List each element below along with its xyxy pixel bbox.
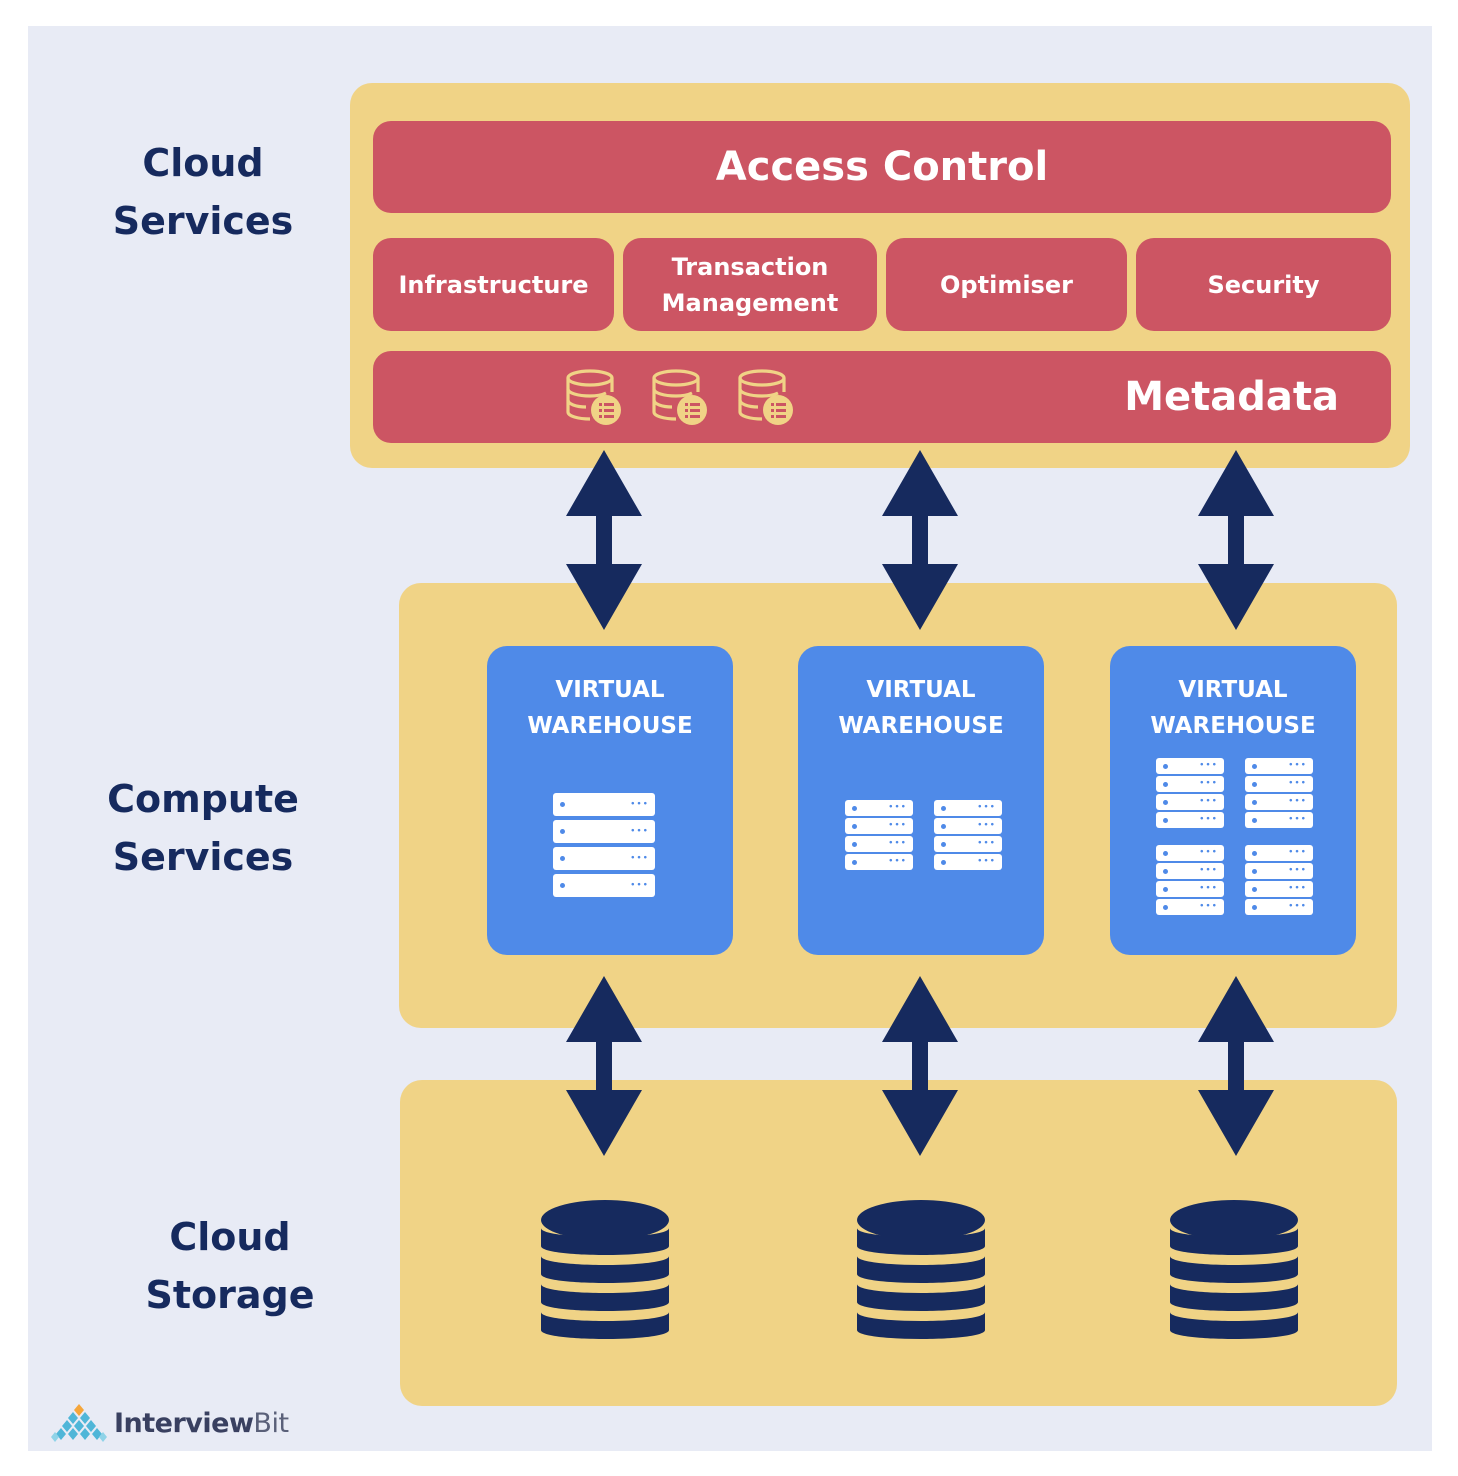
double-arrow-icon	[1198, 976, 1274, 1156]
server-icon	[1245, 863, 1313, 879]
metadata-database-icon	[566, 369, 621, 425]
server-icon	[1156, 863, 1224, 879]
warehouse-title-line1: VIRTUAL	[1178, 677, 1288, 703]
warehouse-title-line1: VIRTUAL	[555, 677, 665, 703]
interviewbit-logo: InterviewBit	[48, 1402, 289, 1444]
server-icon	[1156, 845, 1224, 861]
server-icon	[553, 820, 655, 843]
server-icon	[553, 793, 655, 816]
server-icon	[934, 818, 1002, 834]
metadata-database-icon	[738, 369, 793, 425]
server-icon	[1245, 794, 1313, 810]
database-icon	[541, 1200, 669, 1339]
server-icon	[934, 836, 1002, 852]
server-icon	[934, 854, 1002, 870]
module-label-line1: Transaction	[671, 252, 829, 281]
label-compute-services: Compute Services	[107, 777, 299, 879]
double-arrow-icon	[1198, 450, 1274, 630]
logo-mark-icon	[51, 1404, 107, 1442]
access-control-block: Access Control	[373, 121, 1391, 213]
virtual-warehouse-3: VIRTUAL WAREHOUSE	[1110, 646, 1356, 955]
warehouse-title-line2: WAREHOUSE	[1150, 713, 1316, 739]
label-cloud-services: Cloud Services	[112, 141, 294, 243]
database-icon	[1170, 1200, 1298, 1339]
server-icon	[1245, 881, 1313, 897]
server-icon	[934, 800, 1002, 816]
module-label-line2: Management	[661, 288, 839, 317]
server-icon	[845, 854, 913, 870]
metadata-block: Metadata	[373, 351, 1391, 443]
module-label: Security	[1207, 270, 1320, 299]
server-icon	[1156, 758, 1224, 774]
server-icon	[845, 818, 913, 834]
server-icon	[1156, 794, 1224, 810]
server-icon	[1245, 899, 1313, 915]
server-icon	[1245, 758, 1313, 774]
warehouse-title-line2: WAREHOUSE	[527, 713, 693, 739]
server-icon	[845, 800, 913, 816]
double-arrow-icon	[882, 976, 958, 1156]
database-icon	[857, 1200, 985, 1339]
module-transaction-management: Transaction Management	[623, 238, 877, 331]
access-control-label: Access Control	[715, 144, 1049, 190]
server-icon	[1156, 776, 1224, 792]
server-icon	[1156, 899, 1224, 915]
virtual-warehouse-2: VIRTUAL WAREHOUSE	[798, 646, 1044, 955]
server-icon	[553, 847, 655, 870]
module-label: Optimiser	[940, 270, 1073, 299]
warehouse-title-line2: WAREHOUSE	[838, 713, 1004, 739]
server-icon	[1245, 812, 1313, 828]
server-icon	[1245, 845, 1313, 861]
warehouse-title-line1: VIRTUAL	[866, 677, 976, 703]
double-arrow-icon	[566, 450, 642, 630]
label-cloud-storage: Cloud Storage	[145, 1215, 315, 1317]
server-icon	[1245, 776, 1313, 792]
double-arrow-icon	[882, 450, 958, 630]
module-security: Security	[1136, 238, 1391, 331]
module-label: Infrastructure	[398, 270, 589, 299]
server-icon	[553, 874, 655, 897]
metadata-database-icon	[652, 369, 707, 425]
double-arrow-icon	[566, 976, 642, 1156]
logo-text: InterviewBit	[114, 1407, 289, 1439]
server-icon	[1156, 812, 1224, 828]
metadata-label: Metadata	[1124, 374, 1339, 420]
server-icon	[845, 836, 913, 852]
module-optimiser: Optimiser	[886, 238, 1127, 331]
server-icon	[1156, 881, 1224, 897]
module-infrastructure: Infrastructure	[373, 238, 614, 331]
